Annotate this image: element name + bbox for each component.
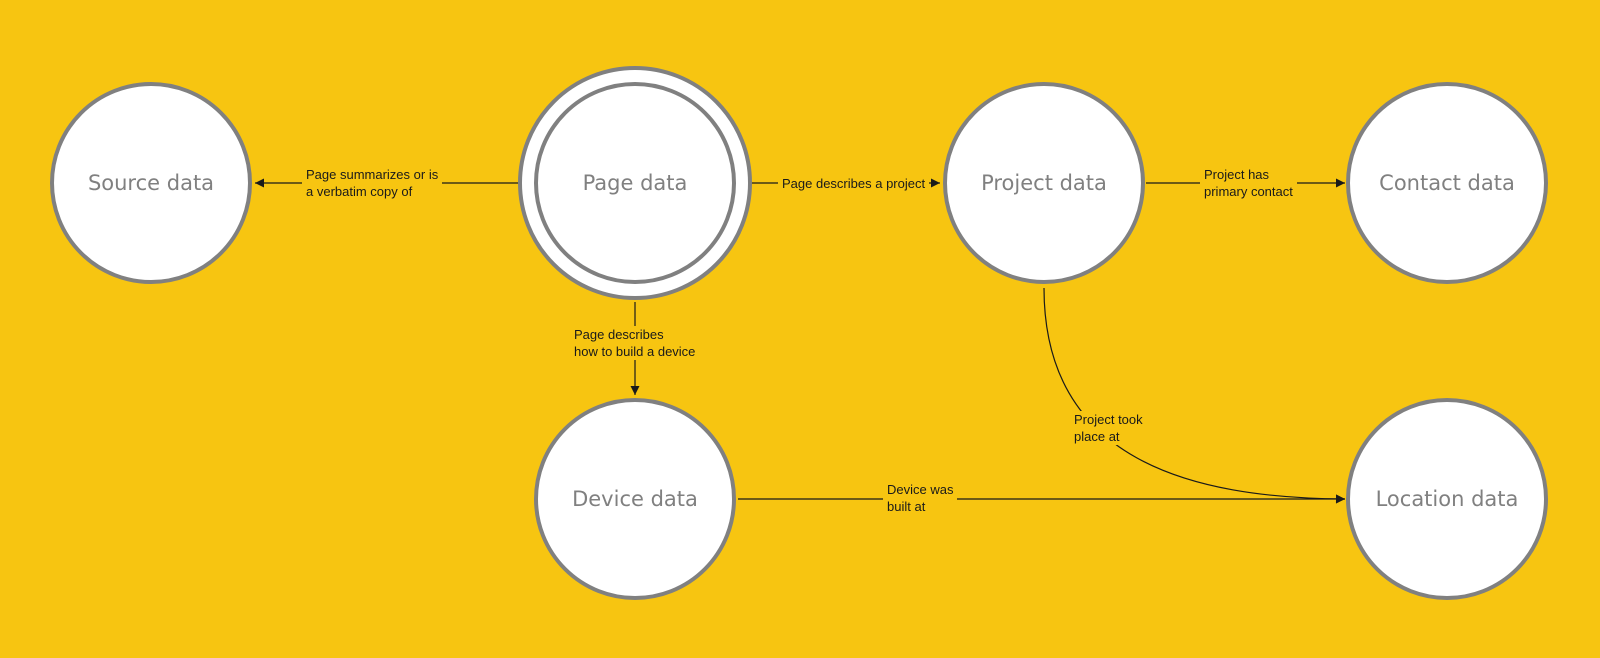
- node-location-data[interactable]: Location data: [1346, 398, 1548, 600]
- node-device-data[interactable]: Device data: [534, 398, 736, 600]
- node-label: Source data: [87, 171, 215, 195]
- edge-label-project-contact: Project has primary contact: [1200, 166, 1297, 200]
- node-page-data[interactable]: Page data: [534, 82, 736, 284]
- node-label: Project data: [981, 171, 1107, 195]
- node-label: Contact data: [1379, 171, 1515, 195]
- edge-label-line: a verbatim copy of: [306, 184, 413, 199]
- edge-label-line: Page describes: [574, 327, 664, 342]
- node-source-data[interactable]: Source data: [50, 82, 252, 284]
- edge-label-page-project: Page describes a project: [778, 175, 930, 192]
- node-project-data[interactable]: Project data: [943, 82, 1145, 284]
- edge-label-line: Project took: [1074, 412, 1143, 427]
- node-contact-data[interactable]: Contact data: [1346, 82, 1548, 284]
- edge-label-line: Page describes a project: [782, 176, 926, 191]
- edge-label-line: Device was: [887, 482, 954, 497]
- node-label: Location data: [1375, 487, 1519, 511]
- edge-label-line: primary contact: [1204, 184, 1293, 199]
- edge-label-line: Page summarizes or is: [306, 167, 439, 182]
- edge-label-device-location: Device was built at: [883, 481, 958, 515]
- edge-label-line: Project has: [1204, 167, 1270, 182]
- edge-label-page-device: Page describes how to build a device: [570, 326, 700, 360]
- edge-label-line: place at: [1074, 429, 1120, 444]
- edge-project-to-location: [1043, 287, 1346, 504]
- node-label: Device data: [572, 487, 698, 511]
- edge-label-project-location: Project took place at: [1070, 411, 1147, 445]
- node-label: Page data: [582, 171, 688, 195]
- edge-label-line: built at: [887, 499, 926, 514]
- edge-label-line: how to build a device: [574, 344, 696, 359]
- edge-label-page-source: Page summarizes or is a verbatim copy of: [302, 166, 443, 200]
